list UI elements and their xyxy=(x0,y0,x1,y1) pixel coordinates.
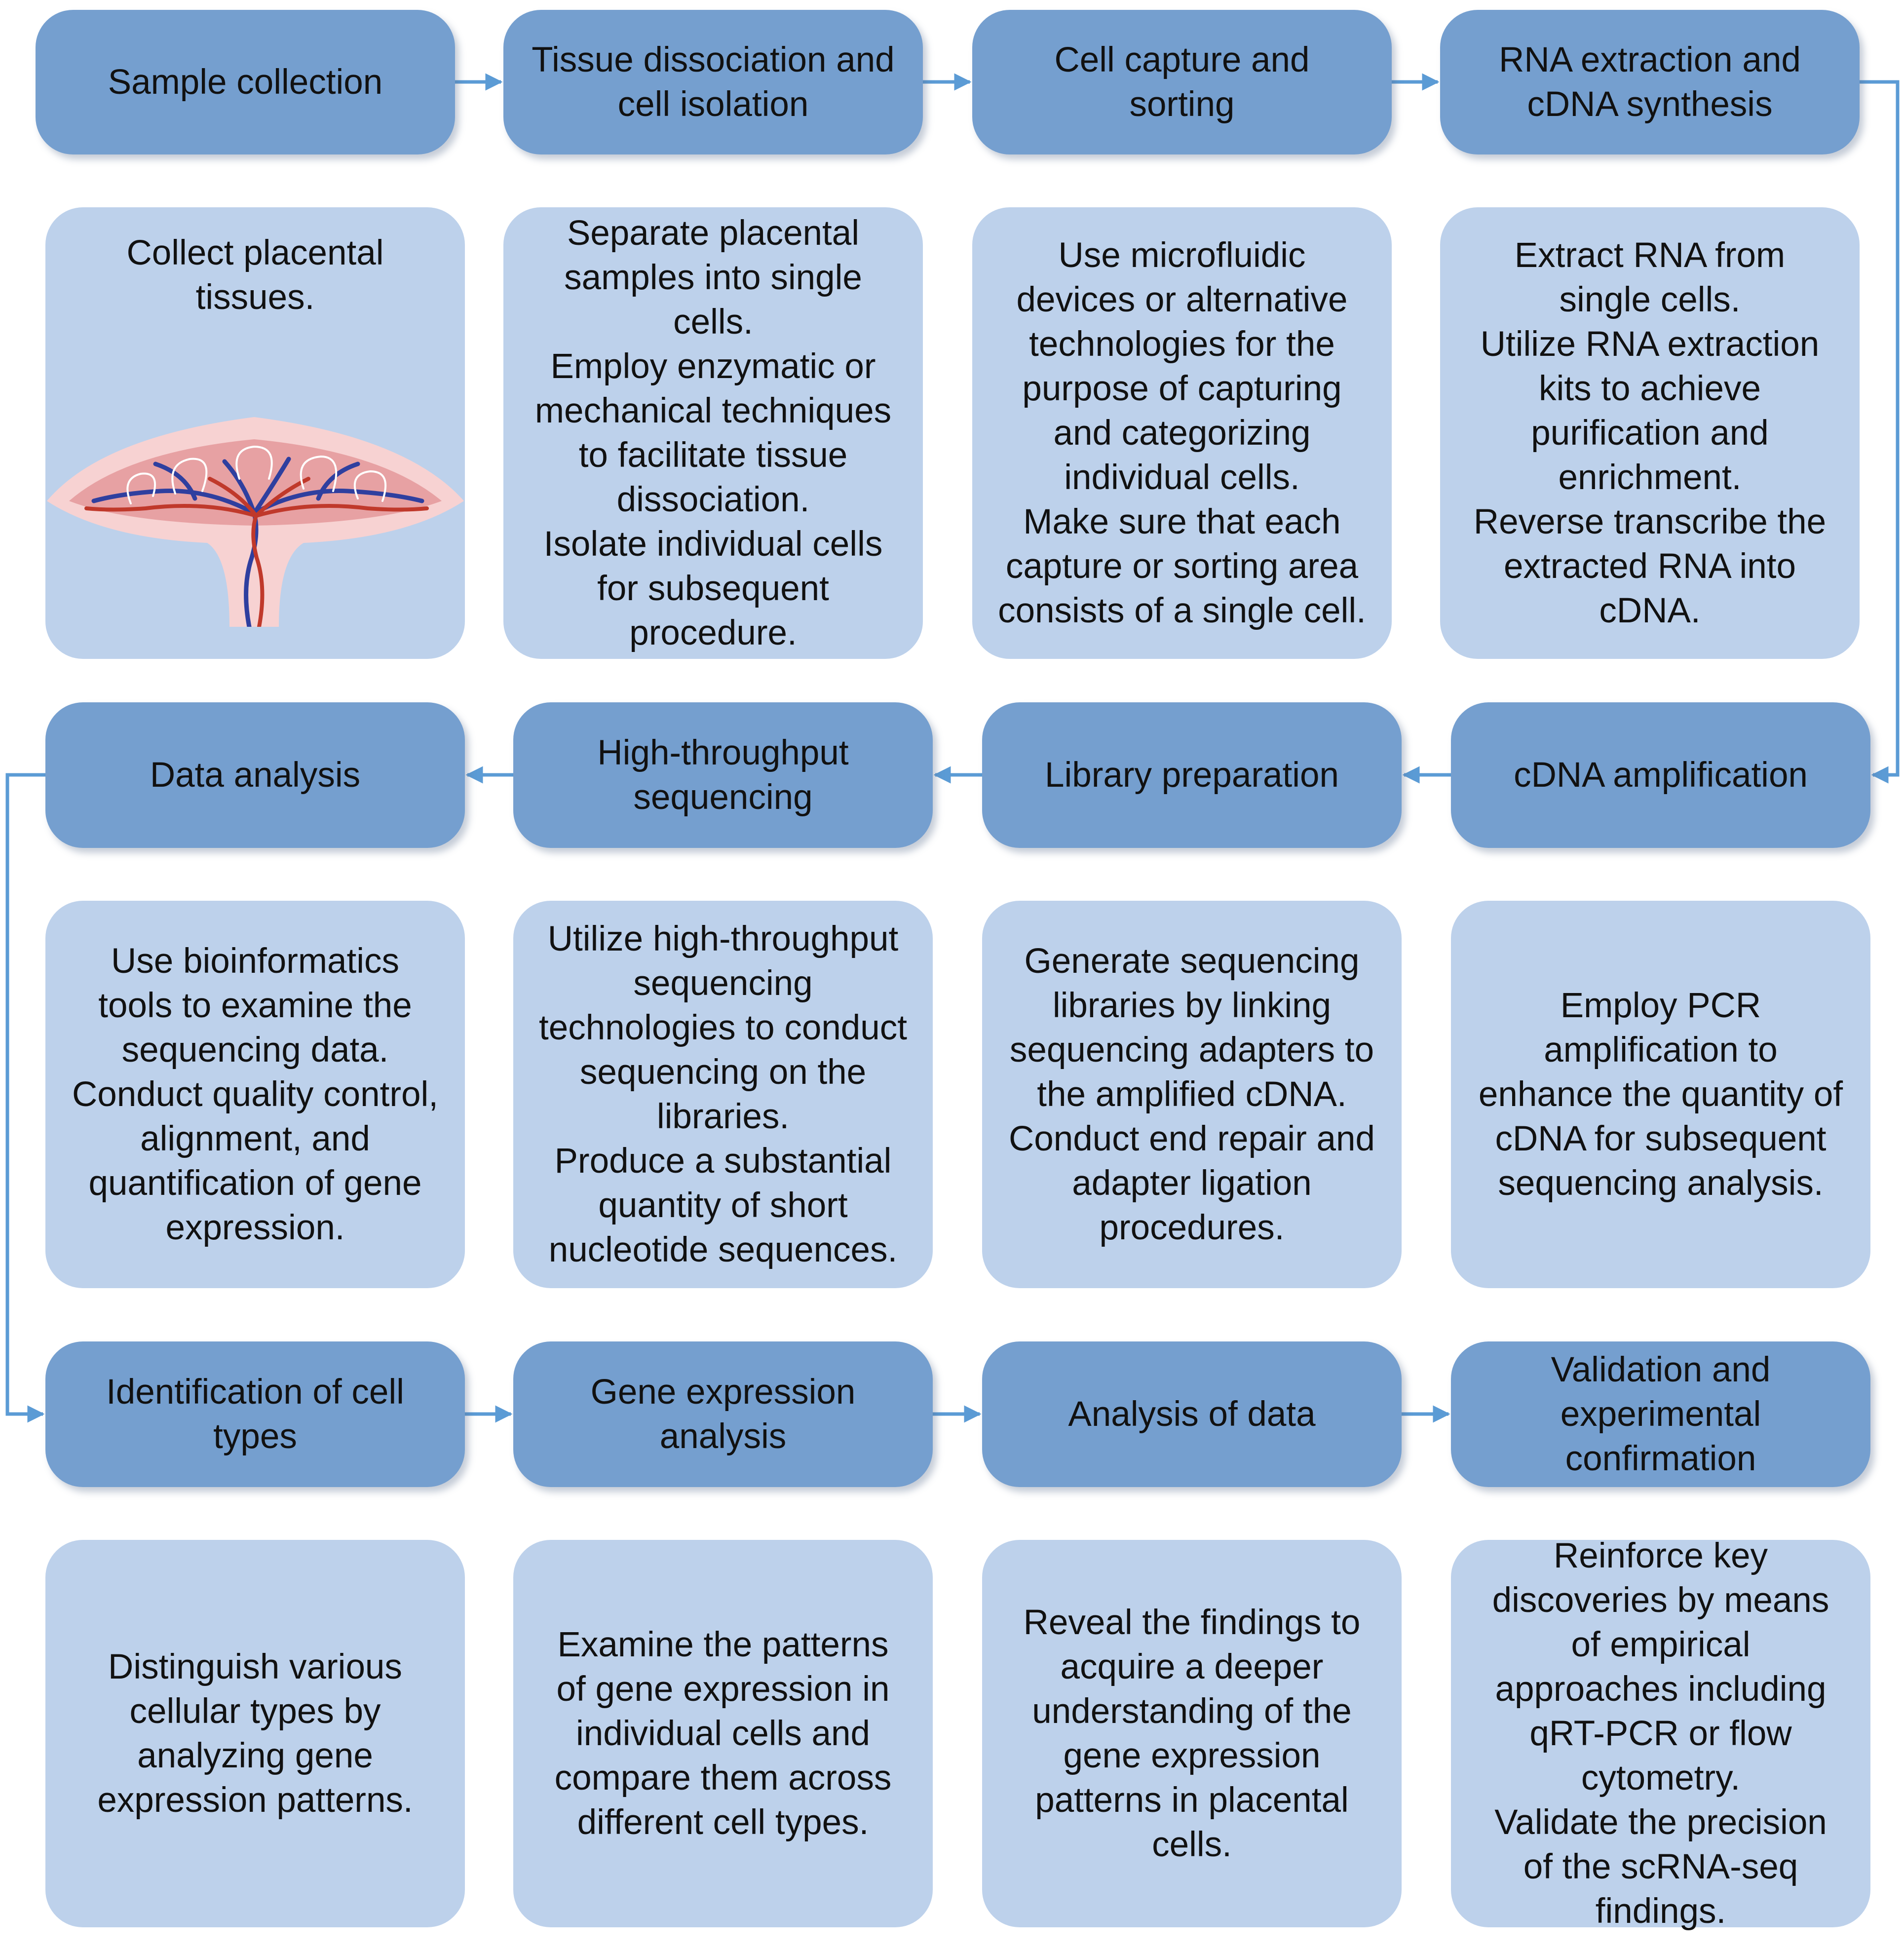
step-header-rna-extraction: RNA extraction and cDNA synthesis xyxy=(1440,10,1860,154)
step-detail-gene-expression-analysis: Examine the patterns of gene expression … xyxy=(513,1540,933,1927)
step-detail-cell-type-identification: Distinguish various cellular types by an… xyxy=(45,1540,465,1927)
placenta-inner xyxy=(69,439,442,526)
step-detail-analysis-of-data: Reveal the findings to acquire a deeper … xyxy=(982,1540,1402,1927)
step-header-analysis-of-data: Analysis of data xyxy=(982,1341,1402,1487)
villi-loops xyxy=(126,445,387,504)
step-detail-tissue-dissociation: Separate placental samples into single c… xyxy=(503,207,923,659)
step-header-data-analysis: Data analysis xyxy=(45,702,465,848)
step-header-sample-collection: Sample collection xyxy=(36,10,455,154)
step-header-library-preparation: Library preparation xyxy=(982,702,1402,848)
step-header-high-throughput-sequencing: High-throughput sequencing xyxy=(513,702,933,848)
arrow-analysis-to-identification xyxy=(5,773,45,1423)
step-detail-data-analysis: Use bioinformatics tools to examine the … xyxy=(45,901,465,1288)
arrow-layer xyxy=(5,73,1900,1423)
vessel-artery xyxy=(84,477,429,627)
step-header-tissue-dissociation: Tissue dissociation and cell isolation xyxy=(503,10,923,154)
step-detail-rna-extraction: Extract RNA from single cells. Utilize R… xyxy=(1440,207,1860,659)
step-header-cdna-amplification: cDNA amplification xyxy=(1451,702,1870,848)
step-header-gene-expression-analysis: Gene expression analysis xyxy=(513,1341,933,1487)
step-detail-validation: Reinforce key discoveries by means of em… xyxy=(1451,1536,1870,1931)
placenta-illustration xyxy=(47,417,464,627)
step-detail-text: Collect placental tissues. xyxy=(126,233,384,317)
step-detail-cdna-amplification: Employ PCR amplification to enhance the … xyxy=(1451,901,1870,1288)
step-header-cell-type-identification: Identification of cell types xyxy=(45,1341,465,1487)
step-detail-high-throughput-sequencing: Utilize high-throughput sequencing techn… xyxy=(513,901,933,1288)
step-detail-cell-capture: Use microfluidic devices or alternative … xyxy=(972,207,1392,659)
step-header-cell-capture: Cell capture and sorting xyxy=(972,10,1392,154)
step-header-validation: Validation and experimental confirmation xyxy=(1451,1341,1870,1487)
vessel-vein xyxy=(91,457,424,627)
step-detail-library-preparation: Generate sequencing libraries by linking… xyxy=(982,901,1402,1288)
arrow-rna-to-amplification xyxy=(1860,80,1900,784)
